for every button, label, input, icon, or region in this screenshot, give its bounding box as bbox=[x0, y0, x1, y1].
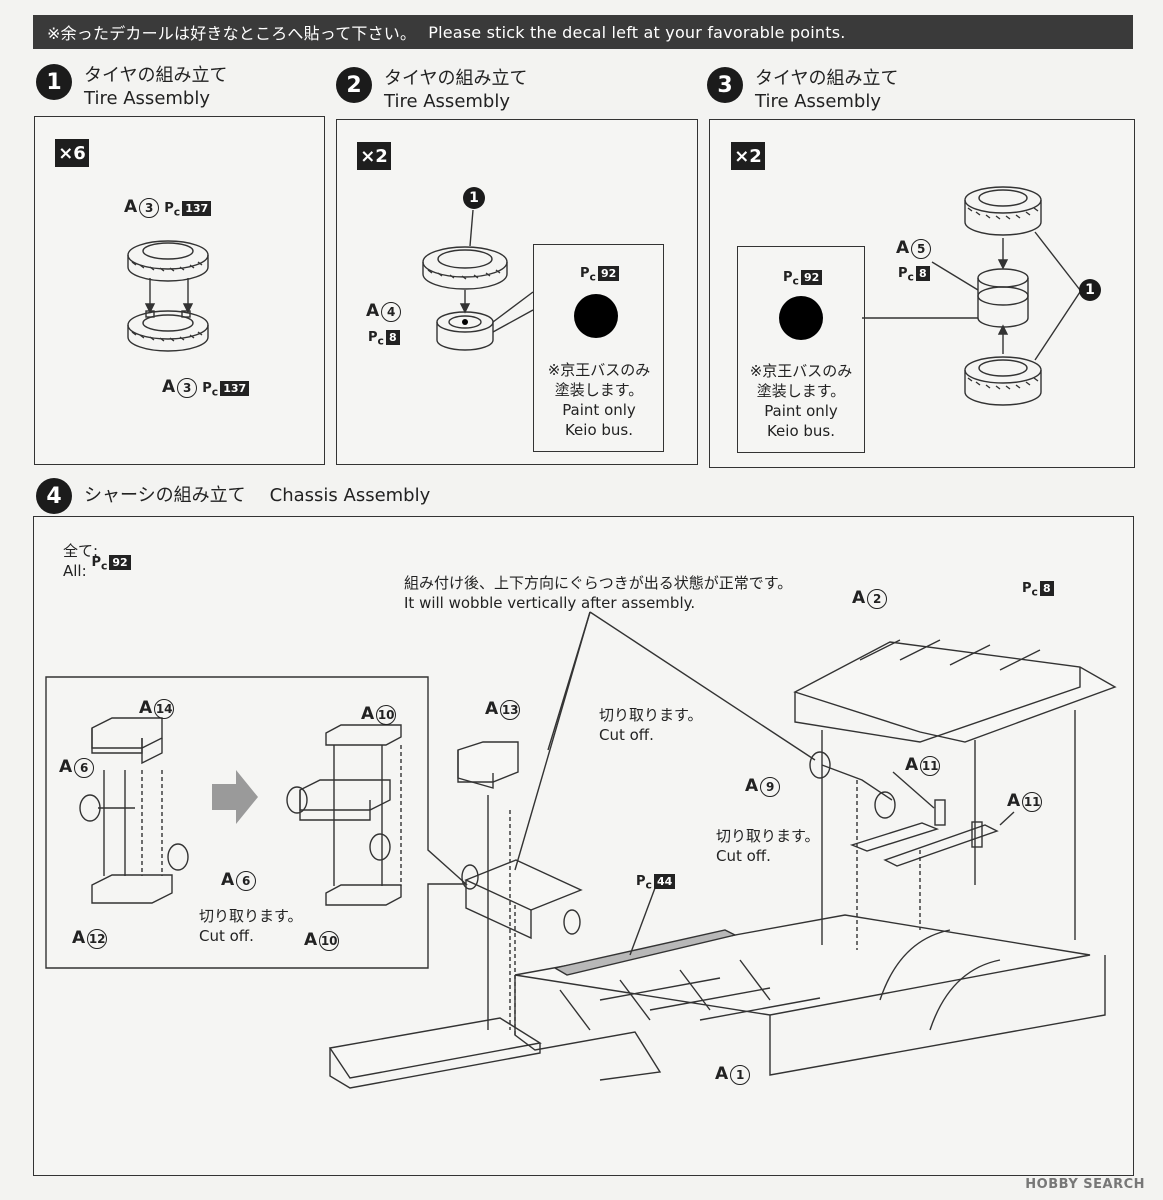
step-title-jp: タイヤの組み立て bbox=[384, 68, 528, 89]
step1-quantity-badge: ×6 bbox=[55, 139, 89, 167]
step-title-en: Tire Assembly bbox=[755, 91, 881, 112]
step4-leaders bbox=[487, 611, 1076, 1035]
step3-wheel-detail bbox=[779, 296, 823, 340]
step2-wheel-detail bbox=[574, 294, 618, 338]
step-number: 4 bbox=[36, 478, 72, 514]
step-4-panel bbox=[33, 516, 1134, 1176]
step4-inset-right-parts bbox=[286, 724, 402, 906]
step2-quantity-badge: ×2 bbox=[357, 142, 391, 170]
step4-cut-note-a13: 切り取ります。Cut off. bbox=[599, 706, 703, 744]
step2-ref-badge: 1 bbox=[463, 187, 485, 209]
step-number: 3 bbox=[707, 67, 743, 103]
step4-transition-arrow bbox=[212, 770, 258, 824]
step3-tire-bottom bbox=[964, 356, 1042, 406]
step4-front-part-a2 bbox=[793, 639, 1117, 743]
step-title-en: Tire Assembly bbox=[84, 88, 210, 109]
step-title-jp: シャーシの組み立て bbox=[84, 485, 246, 506]
step-number: 1 bbox=[36, 64, 72, 100]
step4-inset-box bbox=[45, 676, 468, 969]
step-title-jp: タイヤの組み立て bbox=[755, 68, 899, 89]
step3-quantity-badge: ×2 bbox=[731, 142, 765, 170]
step-title-en: Tire Assembly bbox=[384, 91, 510, 112]
step4-cut-note-a9: 切り取ります。Cut off. bbox=[716, 827, 820, 865]
step-2-panel bbox=[336, 119, 698, 465]
step2-ref-leader bbox=[469, 209, 474, 247]
step-4-header: 4 シャーシの組み立て Chassis Assembly bbox=[36, 478, 430, 514]
decal-notice-banner: ※余ったデカールは好きなところへ貼って下さい。 Please stick the… bbox=[33, 15, 1133, 49]
step4-part-a13 bbox=[457, 741, 583, 940]
step2-tire bbox=[422, 246, 508, 290]
step1-tire-top bbox=[127, 240, 209, 282]
step4-part-a9 bbox=[809, 751, 896, 819]
step-title-en: Chassis Assembly bbox=[269, 485, 431, 506]
step-number: 2 bbox=[336, 67, 372, 103]
step3-ref-badge: 1 bbox=[1079, 279, 1101, 301]
step2-detail-box bbox=[533, 244, 664, 452]
step3-wheel bbox=[977, 268, 1029, 328]
step4-wobble-note: 組み付け後、上下方向にぐらつきが出る状態が正常です。 It will wobbl… bbox=[404, 574, 793, 612]
banner-jp: ※余ったデカールは好きなところへ貼って下さい。 bbox=[47, 24, 417, 43]
step4-inset-left-parts bbox=[79, 717, 189, 904]
step4-chassis-frame bbox=[328, 914, 1106, 1089]
step4-part-a11 bbox=[849, 799, 999, 867]
step1-tire-bottom bbox=[127, 310, 209, 352]
step-title-jp: タイヤの組み立て bbox=[84, 65, 228, 86]
step3-tire-top bbox=[964, 186, 1042, 236]
step2-wheel bbox=[436, 311, 494, 351]
banner-en: Please stick the decal left at your favo… bbox=[428, 22, 846, 42]
step4-cut-note-a12: 切り取ります。Cut off. bbox=[199, 907, 303, 945]
step3-detail-box bbox=[737, 246, 865, 453]
watermark-logo: HOBBY SEARCH bbox=[1025, 1177, 1145, 1192]
step-1-panel bbox=[34, 116, 325, 465]
step-3-panel bbox=[709, 119, 1135, 468]
